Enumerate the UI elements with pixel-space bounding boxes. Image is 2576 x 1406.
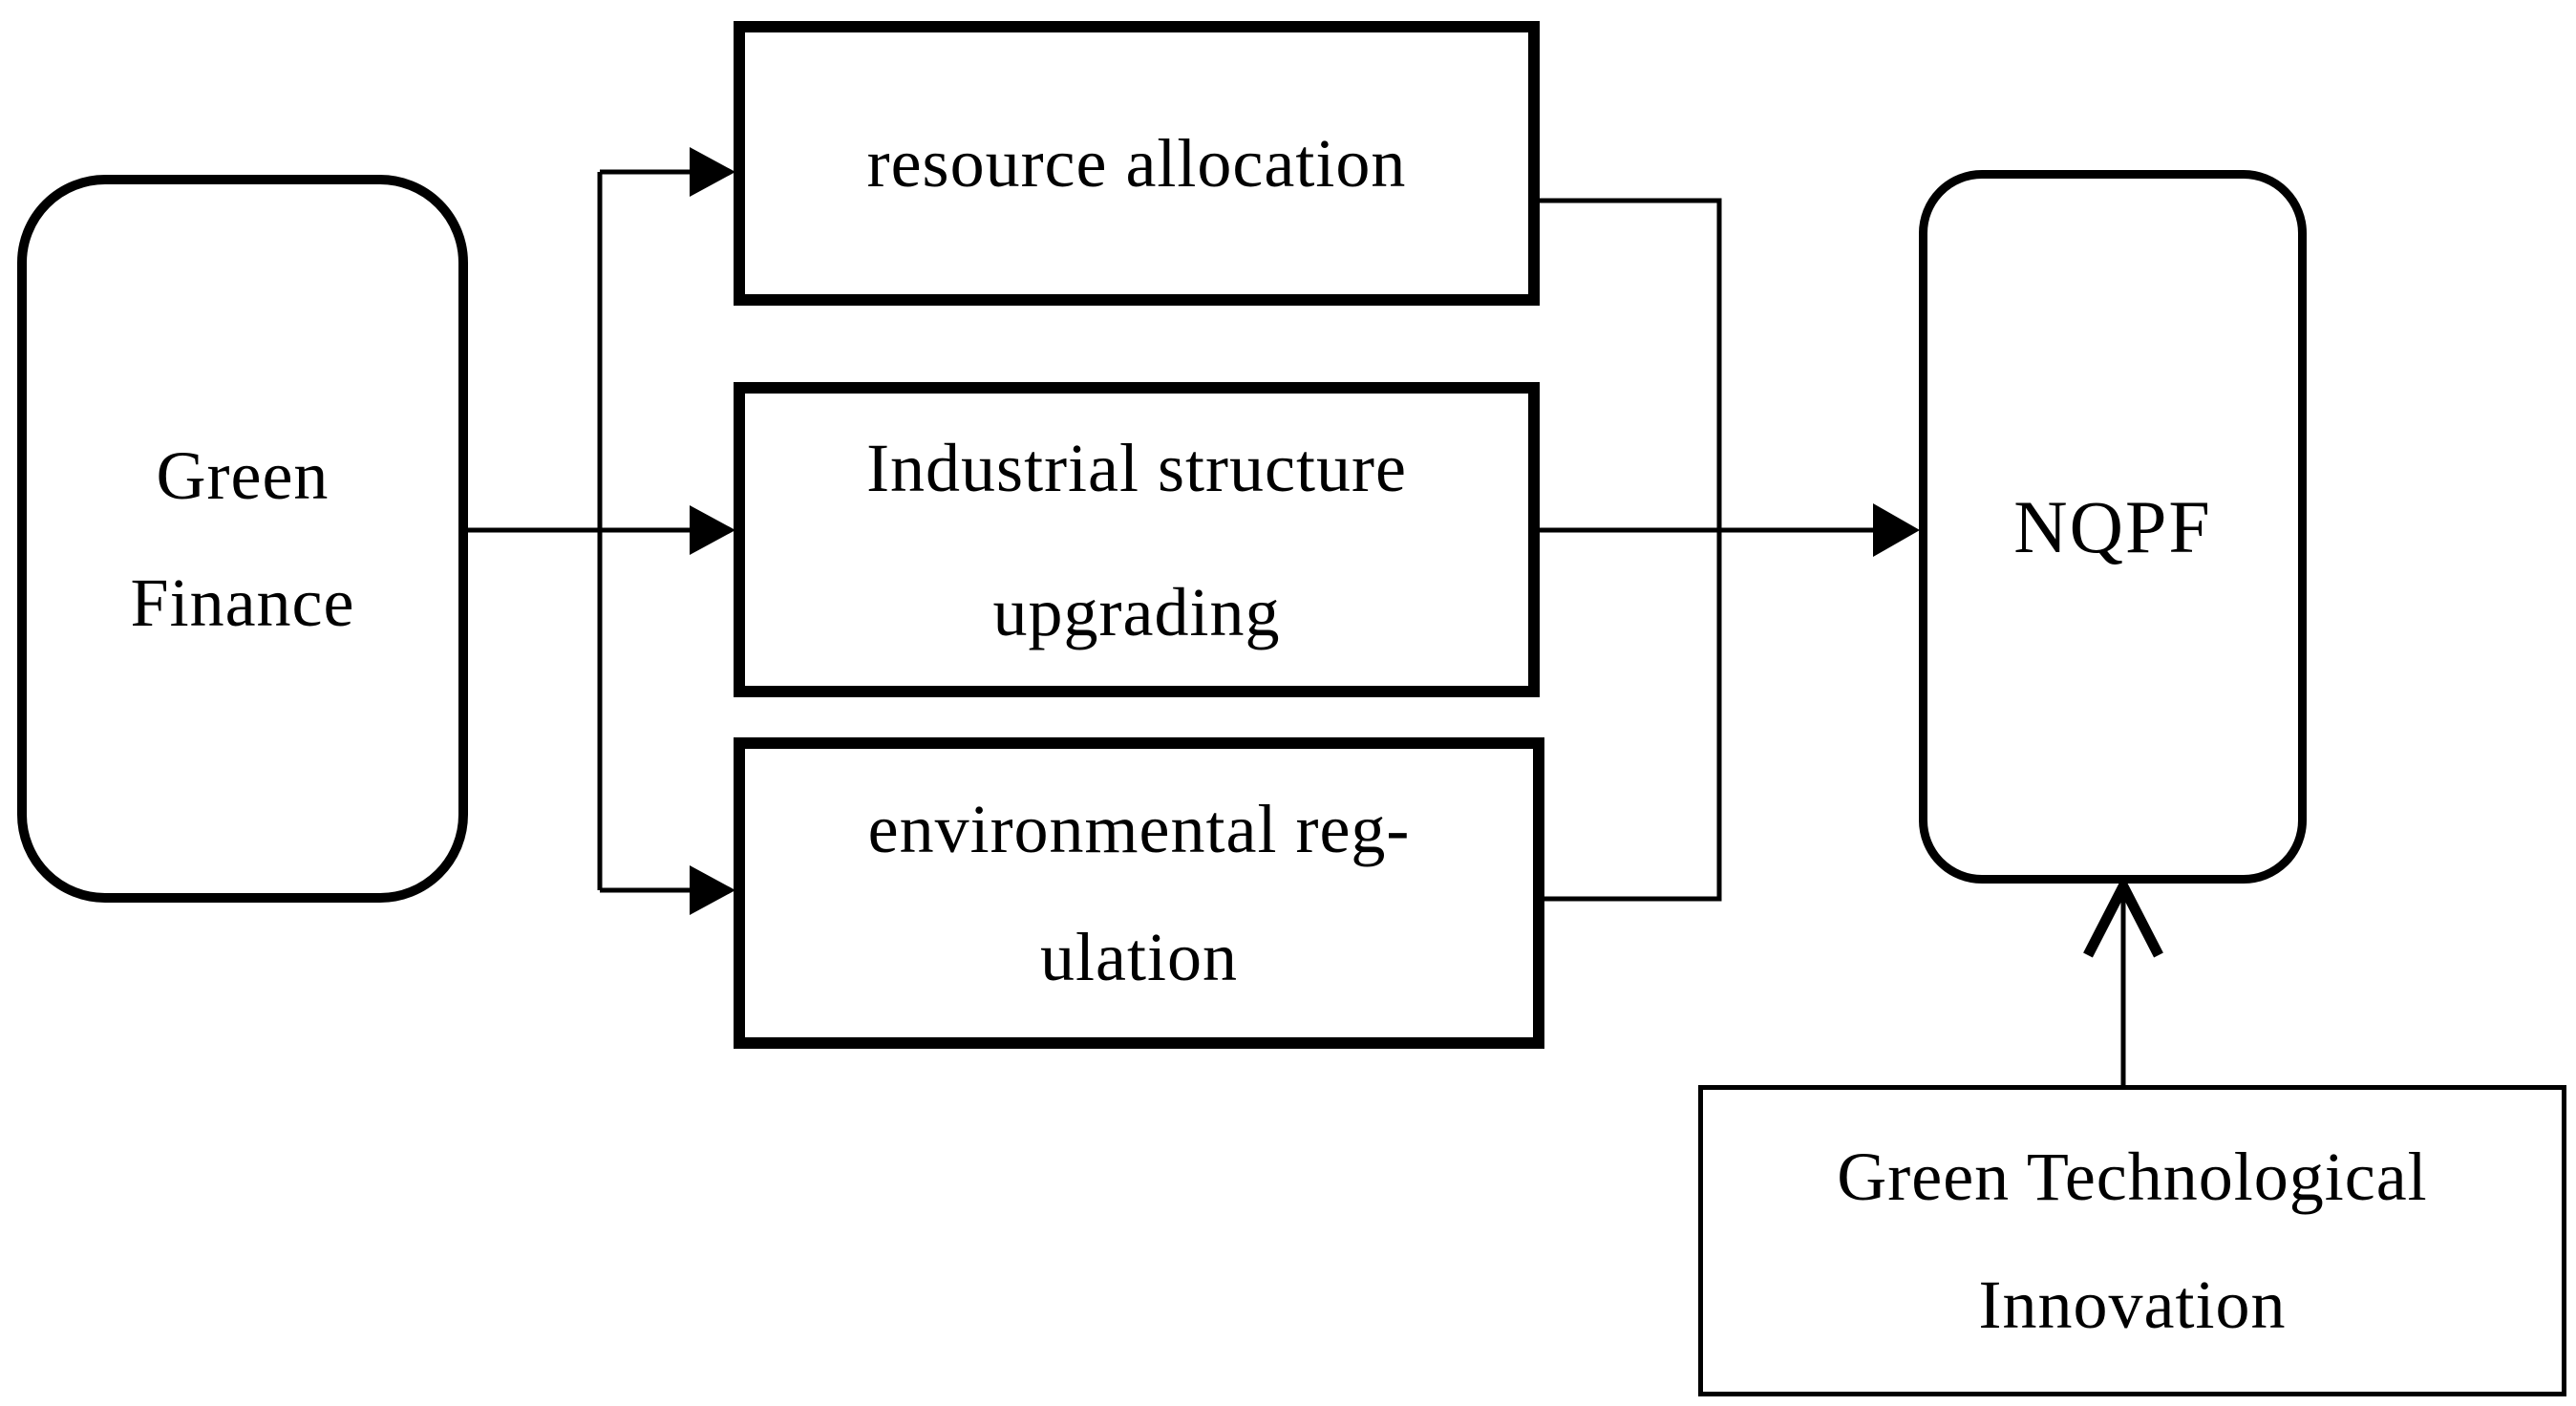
node-industrial-structure-label-line2: upgrading [992, 573, 1281, 650]
arrowhead-to-nqpf [1873, 503, 1920, 557]
edge-right-collector [1538, 198, 1722, 902]
node-environmental-regulation-label-line2: ulation [1040, 919, 1238, 995]
node-resource-allocation-label: resource allocation [866, 125, 1407, 202]
node-green-finance-label-line2: Finance [130, 564, 355, 641]
node-industrial-structure: Industrial structure upgrading [734, 382, 1540, 697]
arrowhead-to-industrial-structure [690, 505, 735, 555]
node-green-finance: Green Finance [17, 175, 468, 903]
node-environmental-regulation: environmental reg- ulation [734, 737, 1544, 1049]
arrowhead-up-to-nqpf [2083, 874, 2163, 958]
node-green-tech-innovation-label-line2: Innovation [1978, 1267, 2287, 1343]
node-green-finance-label-line1: Green [156, 437, 330, 514]
node-nqpf: NQPF [1919, 170, 2307, 884]
arrowhead-to-resource-allocation [690, 147, 735, 197]
node-green-tech-innovation: Green Technological Innovation [1698, 1085, 2566, 1396]
node-environmental-regulation-label-line1: environmental reg- [867, 791, 1411, 867]
node-resource-allocation: resource allocation [734, 21, 1540, 306]
node-green-tech-innovation-label-line1: Green Technological [1837, 1139, 2428, 1215]
node-nqpf-label: NQPF [2013, 484, 2212, 568]
node-industrial-structure-label-line1: Industrial structure [866, 429, 1407, 506]
arrowhead-to-environmental-regulation [690, 865, 735, 915]
